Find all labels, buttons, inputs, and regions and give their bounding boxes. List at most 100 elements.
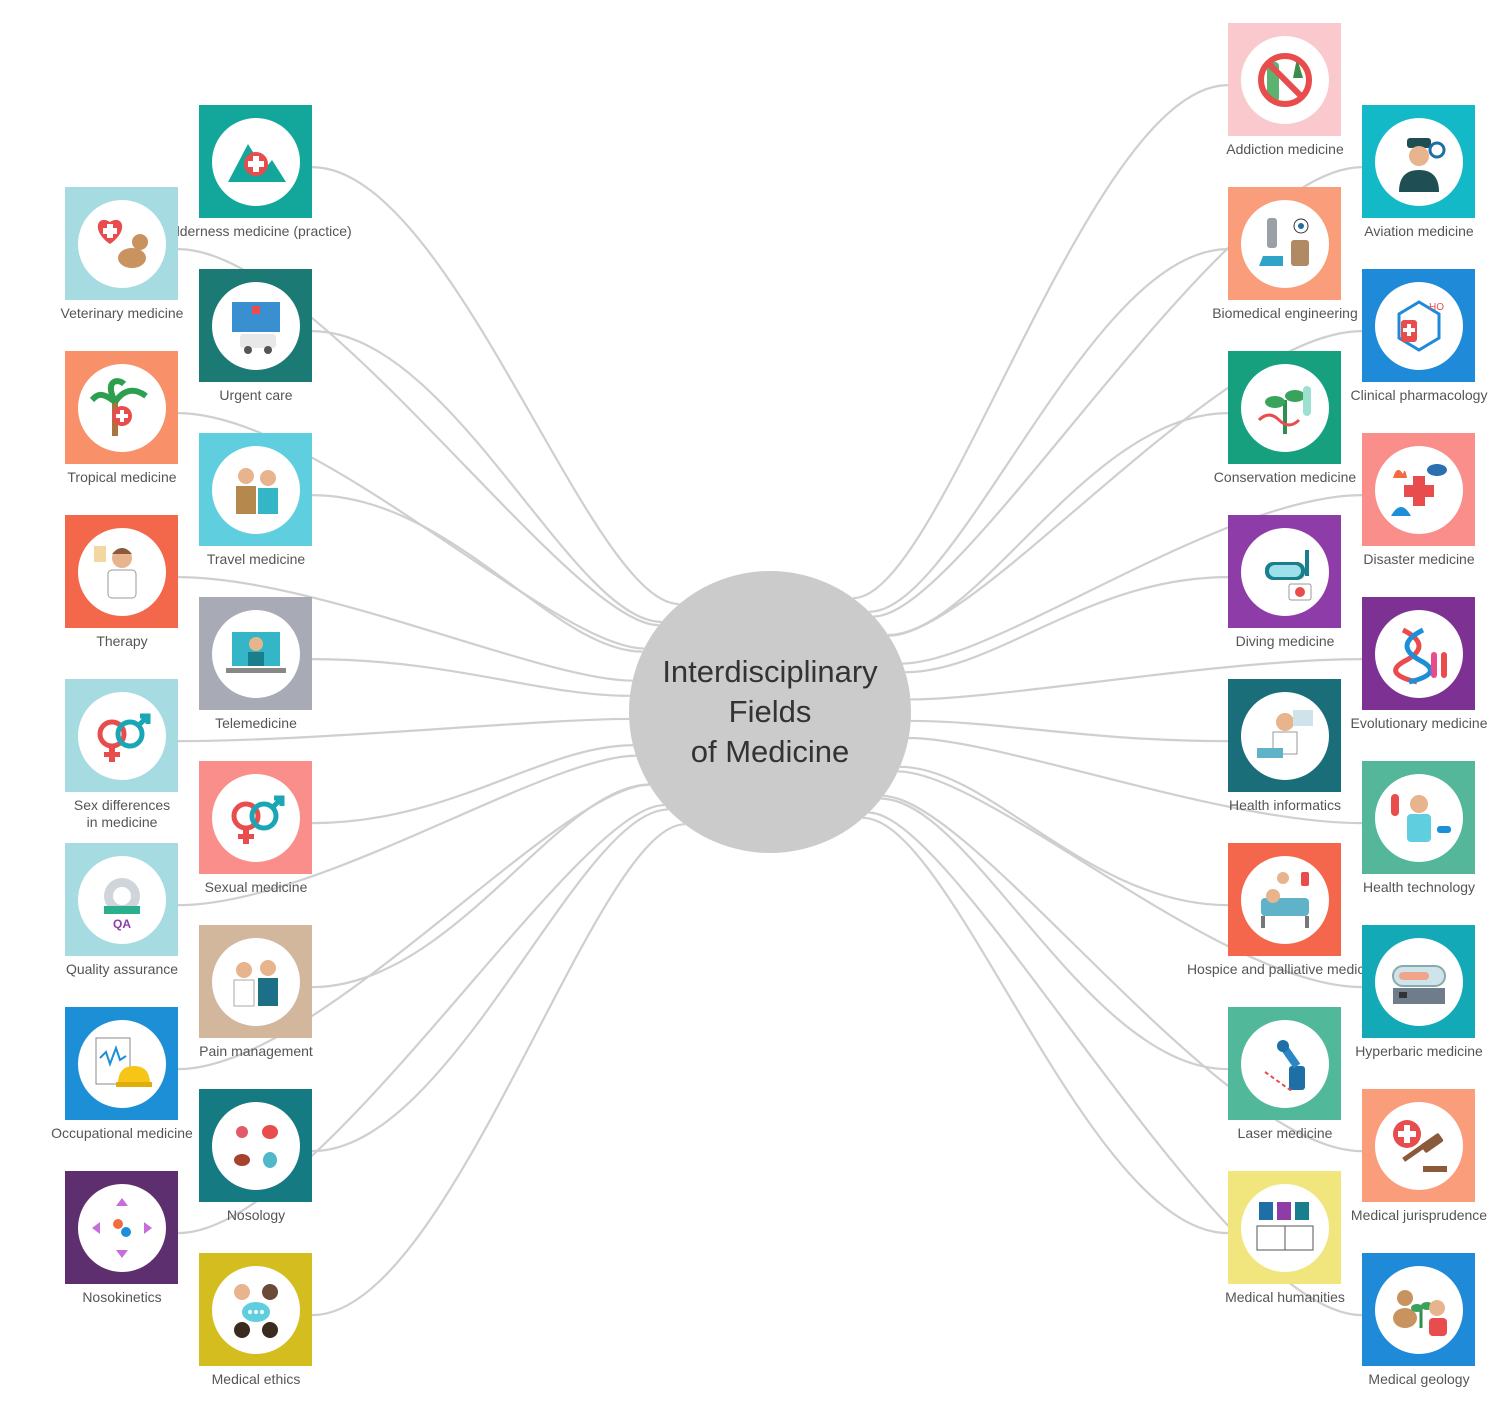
topic-tile[interactable]	[1228, 679, 1341, 792]
topic-tile[interactable]	[1228, 351, 1341, 464]
connector-addiction-medicine	[853, 84, 1229, 600]
topic-tile[interactable]	[1228, 187, 1341, 300]
gender-symbols-icon	[211, 773, 300, 862]
topic-node-occupational-medicine[interactable]: Occupational medicine	[37, 1007, 207, 1141]
no-drugs-icon	[1240, 35, 1329, 124]
topic-tile[interactable]	[1362, 105, 1475, 218]
topic-node-disaster-medicine[interactable]: Disaster medicine	[1334, 433, 1500, 567]
topic-node-clinical-pharmacology[interactable]: HO Clinical pharmacology	[1334, 269, 1500, 403]
topic-tile[interactable]	[65, 187, 178, 300]
topic-tile[interactable]	[1228, 843, 1341, 956]
connector-sexual-medicine	[311, 744, 633, 825]
topic-tile[interactable]	[65, 351, 178, 464]
topic-label: Medical jurisprudence	[1350, 1207, 1488, 1223]
topic-tile[interactable]	[1228, 1171, 1341, 1284]
topic-node-aviation-medicine[interactable]: Aviation medicine	[1334, 105, 1500, 239]
topic-node-addiction-medicine[interactable]: Addiction medicine	[1200, 23, 1370, 157]
topic-label: Telemedicine	[215, 715, 297, 731]
topic-node-sex-differences-in-medicine[interactable]: Sex differences in medicine	[37, 679, 207, 830]
plant-dna-icon	[1240, 363, 1329, 452]
central-topic-title: Interdisciplinary Fields of Medicine	[662, 654, 878, 769]
topic-label: Laser medicine	[1237, 1125, 1333, 1141]
medical-team-icon	[211, 937, 300, 1026]
topic-tile[interactable]	[199, 1253, 312, 1366]
topic-node-pain-management[interactable]: Pain management	[171, 925, 341, 1059]
topic-label: Quality assurance	[65, 961, 179, 977]
topic-tile[interactable]	[1362, 597, 1475, 710]
topic-tile[interactable]	[1362, 433, 1475, 546]
connector-hyperbaric-medicine	[897, 770, 1363, 989]
topic-label: Clinical pharmacology	[1350, 387, 1488, 403]
topic-tile[interactable]	[199, 433, 312, 546]
topic-node-medical-jurisprudence[interactable]: Medical jurisprudence	[1334, 1089, 1500, 1223]
topic-label: Health technology	[1362, 879, 1476, 895]
topic-tile[interactable]	[199, 1089, 312, 1202]
topic-tile[interactable]	[65, 679, 178, 792]
prosthesis-icon	[1240, 199, 1329, 288]
topic-label: Medical ethics	[211, 1371, 301, 1387]
topic-tile[interactable]	[65, 515, 178, 628]
svg-text:QA: QA	[113, 917, 131, 931]
topic-label: Diving medicine	[1235, 633, 1335, 649]
topic-tile[interactable]	[199, 269, 312, 382]
topic-node-quality-assurance[interactable]: QA Quality assurance	[37, 843, 207, 977]
topic-node-hospice-and-palliative-medicine[interactable]: Hospice and palliative medicine	[1187, 843, 1383, 977]
topic-label: Nosology	[226, 1207, 286, 1223]
connector-sex-differences-in-medicine	[177, 717, 630, 743]
topic-label: Conservation medicine	[1213, 469, 1357, 485]
connector-telemedicine	[311, 658, 630, 697]
dog-plant-icon	[1374, 1265, 1463, 1354]
central-topic[interactable]: Interdisciplinary Fields of Medicine	[629, 571, 911, 853]
topic-node-evolutionary-medicine[interactable]: Evolutionary medicine	[1334, 597, 1500, 731]
topic-label: Health informatics	[1228, 797, 1342, 813]
topic-node-conservation-medicine[interactable]: Conservation medicine	[1200, 351, 1370, 485]
topic-label: Pain management	[199, 1043, 313, 1059]
topic-tile[interactable]	[1362, 1089, 1475, 1202]
topic-node-nosokinetics[interactable]: Nosokinetics	[37, 1171, 207, 1305]
topic-node-biomedical-engineering[interactable]: Biomedical engineering	[1200, 187, 1370, 321]
topic-tile[interactable]: QA	[65, 843, 178, 956]
topic-tile[interactable]	[1228, 515, 1341, 628]
topic-node-diving-medicine[interactable]: Diving medicine	[1200, 515, 1370, 649]
topic-label: Veterinary medicine	[60, 305, 184, 321]
connector-nosokinetics	[177, 804, 665, 1235]
computer-doctor-icon	[1240, 691, 1329, 780]
topic-node-telemedicine[interactable]: Telemedicine	[171, 597, 341, 731]
connector-biomedical-engineering	[869, 248, 1229, 613]
topic-node-health-technology[interactable]: Health technology	[1334, 761, 1500, 895]
topic-node-travel-medicine[interactable]: Travel medicine	[171, 433, 341, 567]
topic-node-veterinary-medicine[interactable]: Veterinary medicine	[37, 187, 207, 321]
connector-evolutionary-medicine	[910, 658, 1363, 701]
topic-tile[interactable]	[1362, 925, 1475, 1038]
travelers-icon	[211, 445, 300, 534]
topic-node-therapy[interactable]: Therapy	[37, 515, 207, 649]
topic-node-medical-ethics[interactable]: Medical ethics	[171, 1253, 341, 1387]
topic-label: Aviation medicine	[1364, 223, 1474, 239]
topic-tile[interactable]	[1228, 23, 1341, 136]
topic-node-nosology[interactable]: Nosology	[171, 1089, 341, 1223]
topic-tile[interactable]	[1362, 1253, 1475, 1366]
doctor-icon	[77, 527, 166, 616]
topic-node-medical-humanities[interactable]: Medical humanities	[1200, 1171, 1370, 1305]
topic-tile[interactable]	[1362, 761, 1475, 874]
topic-node-tropical-medicine[interactable]: Tropical medicine	[37, 351, 207, 485]
topic-label: Disaster medicine	[1363, 551, 1475, 567]
diving-mask-icon	[1240, 527, 1329, 616]
topic-node-sexual-medicine[interactable]: Sexual medicine	[171, 761, 341, 895]
topic-tile[interactable]	[199, 761, 312, 874]
topic-node-urgent-care[interactable]: Urgent care	[171, 269, 341, 403]
hard-hat-icon	[77, 1019, 166, 1108]
connector-medical-geology	[868, 811, 1363, 1317]
topic-tile[interactable]	[1228, 1007, 1341, 1120]
topic-tile[interactable]	[199, 105, 312, 218]
topic-tile[interactable]	[65, 1171, 178, 1284]
topic-tile[interactable]	[199, 925, 312, 1038]
topic-node-medical-geology[interactable]: Medical geology	[1334, 1253, 1500, 1387]
topic-tile[interactable]: HO	[1362, 269, 1475, 382]
topic-node-health-informatics[interactable]: Health informatics	[1200, 679, 1370, 813]
dna-icon	[1374, 609, 1463, 698]
topic-tile[interactable]	[199, 597, 312, 710]
topic-node-laser-medicine[interactable]: Laser medicine	[1200, 1007, 1370, 1141]
topic-node-hyperbaric-medicine[interactable]: Hyperbaric medicine	[1334, 925, 1500, 1059]
topic-tile[interactable]	[65, 1007, 178, 1120]
